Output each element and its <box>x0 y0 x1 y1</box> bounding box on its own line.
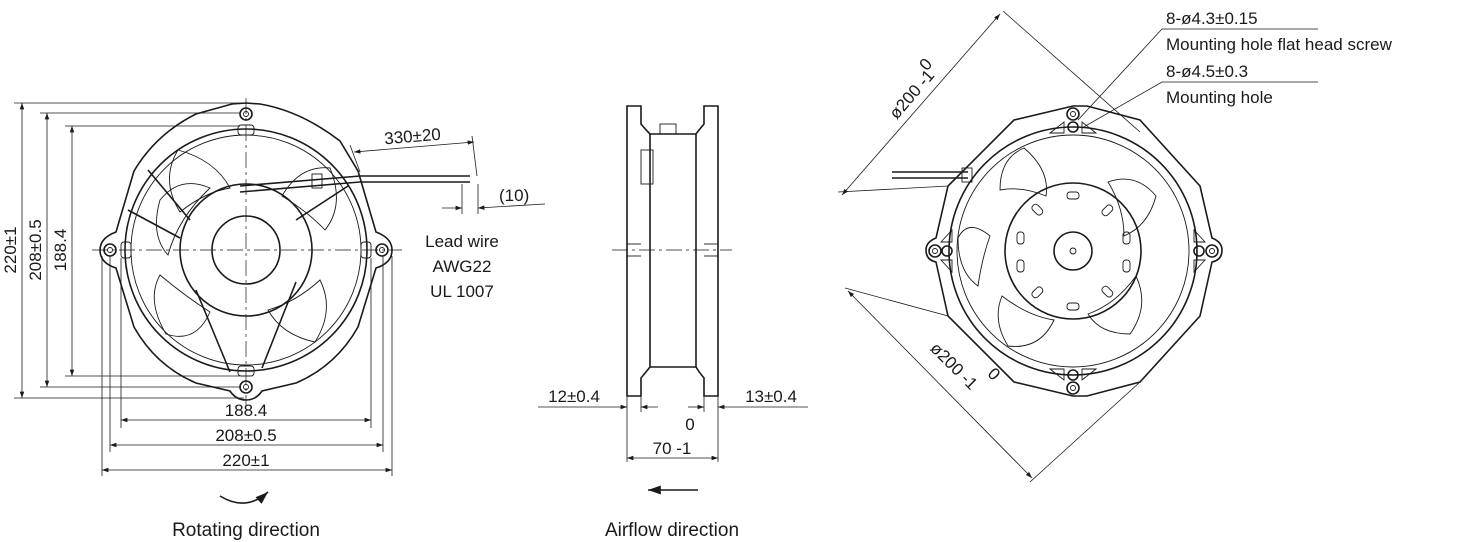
dim-width-mid: 208±0.5 <box>215 426 276 445</box>
lead-wire-line-3: UL 1007 <box>430 282 494 301</box>
front-mount-hole-top <box>237 107 255 136</box>
rear-mount-hole-left <box>928 228 953 274</box>
lead-length-label: 330±20 <box>384 125 442 149</box>
rear-mount-hole-bottom <box>1048 368 1098 395</box>
dim-height-outer: 220±1 <box>1 226 20 273</box>
rear-view: ø200 -1 0 ø200 -1 0 8-ø4.3±0.15 Mounting… <box>837 9 1393 483</box>
front-strut-3 <box>261 281 297 369</box>
rear-venturi-inner <box>956 134 1190 368</box>
front-strut-1 <box>127 209 181 239</box>
front-blade-3 <box>267 279 327 343</box>
rear-diag-ext-c <box>844 287 949 317</box>
lead-dim-line <box>353 140 475 154</box>
rear-shaft <box>1069 247 1077 255</box>
rear-mount-hole-right <box>1193 228 1219 274</box>
lead-wire-line-2: AWG22 <box>433 257 492 276</box>
rear-motor-plate <box>1004 182 1142 320</box>
rear-mount-hole-top <box>1048 107 1098 134</box>
rear-diameter-lower: ø200 -1 <box>926 339 981 394</box>
front-cable-clip <box>311 173 323 189</box>
front-blade-4 <box>153 274 211 337</box>
strip-dim-arrow-right <box>477 203 546 210</box>
rear-blade-2 <box>1107 178 1157 237</box>
front-blade-5 <box>155 183 211 256</box>
rear-diameter-lower-tol: 0 <box>984 364 1004 384</box>
rear-diag-dim-lower <box>847 290 1033 479</box>
rotating-direction-caption: Rotating direction <box>172 520 320 541</box>
rear-blade-3 <box>1087 275 1143 335</box>
strip-length-label: (10) <box>499 186 529 205</box>
rear-frame-outline <box>925 105 1223 397</box>
front-strut-5 <box>147 169 191 221</box>
side-left-flange <box>626 105 651 397</box>
side-right-thickness: 13±0.4 <box>745 387 797 406</box>
side-motor-boss <box>659 123 677 135</box>
front-frame-outline <box>99 102 393 401</box>
side-right-flange <box>695 105 719 397</box>
rear-shaft-boss <box>1053 231 1093 271</box>
rear-diag-ext-a <box>1002 10 1141 133</box>
rear-blade-1 <box>999 147 1047 197</box>
side-depth: 70 -1 <box>653 439 692 458</box>
front-strut-2 <box>295 185 349 221</box>
side-wire-exit <box>640 149 654 185</box>
rear-plate-slots <box>1016 191 1131 311</box>
front-venturi-inner <box>130 134 362 366</box>
rear-diag-ext-b <box>837 185 949 193</box>
side-depth-tolerance: 0 <box>685 415 694 434</box>
airflow-direction-caption: Airflow direction <box>605 520 739 541</box>
side-housing <box>650 133 696 368</box>
hole-leader-1 <box>1077 28 1318 121</box>
lead-wire-line-1: Lead wire <box>425 232 499 251</box>
hole-spec-1: 8-ø4.3±0.15 <box>1166 9 1258 28</box>
front-blade-1 <box>169 149 231 213</box>
front-venturi-ring <box>124 128 368 372</box>
lead-dim-ext-left <box>349 144 361 173</box>
rear-blade-5 <box>957 227 991 287</box>
dim-height-inner: 188.4 <box>51 229 70 272</box>
dim-height-mid: 208±0.5 <box>26 219 45 280</box>
front-hub <box>179 183 313 317</box>
rotation-arrow-icon <box>219 491 269 504</box>
rear-diag-ext-d <box>1029 381 1141 483</box>
rear-diag-dim-upper <box>841 13 1001 196</box>
dim-width-inner: 188.4 <box>225 401 268 420</box>
rear-venturi-ring <box>948 126 1198 376</box>
side-left-thickness: 12±0.4 <box>548 387 600 406</box>
side-view: 12±0.4 13±0.4 0 70 -1 Airflow direction <box>538 105 808 541</box>
front-mount-hole-right <box>360 241 389 259</box>
hole-leader-2 <box>1081 81 1318 129</box>
dim-width-outer: 220±1 <box>222 451 269 470</box>
front-view: 220±1 208±0.5 188.4 188.4 208±0.5 220±1 … <box>1 98 546 541</box>
rear-blade-4 <box>997 295 1055 347</box>
hole-desc-1: Mounting hole flat head screw <box>1166 35 1393 54</box>
front-strut-4 <box>195 289 231 373</box>
front-cable <box>239 175 470 193</box>
front-hub-center <box>211 215 281 285</box>
hole-spec-2: 8-ø4.5±0.3 <box>1166 62 1248 81</box>
hole-desc-2: Mounting hole <box>1166 88 1273 107</box>
